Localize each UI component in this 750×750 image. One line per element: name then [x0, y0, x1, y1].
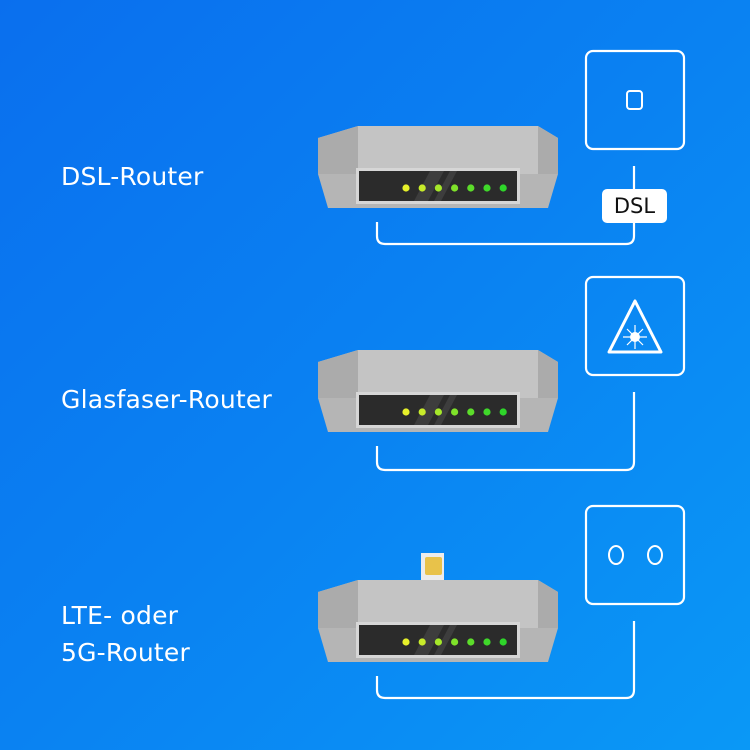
status-led — [467, 638, 475, 646]
status-led — [499, 408, 507, 416]
status-led — [402, 408, 410, 416]
fiber-router-label: Glasfaser-Router — [61, 385, 272, 414]
status-led — [418, 638, 426, 646]
dsl-badge: DSL — [602, 189, 667, 223]
status-led — [402, 184, 410, 192]
lte-router-device — [318, 580, 558, 662]
status-led — [451, 184, 459, 192]
status-led — [418, 184, 426, 192]
status-led — [467, 184, 475, 192]
antenna-socket-icon — [608, 545, 663, 565]
dsl-router-device — [318, 126, 558, 208]
dsl-wall-socket — [584, 49, 686, 151]
laser-warning-icon — [607, 299, 663, 354]
status-led — [467, 408, 475, 416]
lte-router-label-line1: LTE- oder — [61, 601, 179, 630]
status-led — [483, 408, 491, 416]
status-led — [418, 408, 426, 416]
status-led — [402, 638, 410, 646]
status-led — [499, 184, 507, 192]
status-led — [434, 184, 442, 192]
status-led — [434, 638, 442, 646]
fiber-router-device — [318, 350, 558, 432]
lte-wall-socket — [584, 504, 686, 606]
lte-cable — [375, 621, 636, 700]
status-led — [434, 408, 442, 416]
status-led — [499, 638, 507, 646]
status-led — [451, 408, 459, 416]
status-led — [483, 184, 491, 192]
status-led — [451, 638, 459, 646]
dsl-socket-icon — [626, 90, 643, 110]
lte-router-label-line2: 5G-Router — [61, 638, 190, 667]
dsl-router-label: DSL-Router — [61, 162, 204, 191]
status-led — [483, 638, 491, 646]
dsl-cable — [375, 166, 636, 246]
fiber-wall-socket — [584, 275, 686, 377]
fiber-cable — [375, 392, 636, 472]
